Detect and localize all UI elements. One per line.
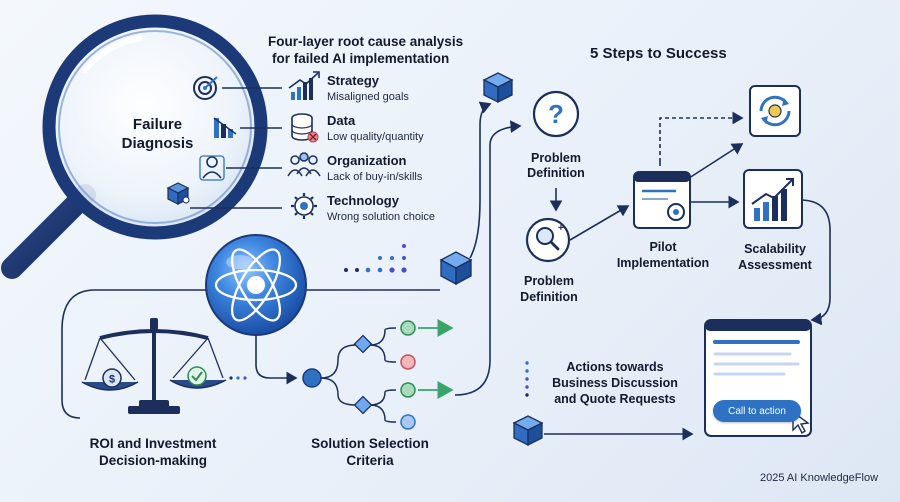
solution-selection-line2: Criteria bbox=[346, 453, 394, 468]
dollar-coin-icon: $ bbox=[102, 368, 122, 388]
magnifier-label-line2: Diagnosis bbox=[121, 135, 194, 152]
balance-scale-icon bbox=[81, 318, 227, 414]
layer-organization-title: Organization bbox=[327, 153, 407, 168]
magnifier-label-line1: Failure bbox=[132, 116, 183, 133]
tree-diamond-lower bbox=[353, 395, 373, 415]
step-connectors bbox=[544, 111, 831, 441]
tree-leaf-pink bbox=[400, 354, 416, 370]
layer-strategy-title: Strategy bbox=[327, 73, 380, 88]
layer-technology-subtitle: Wrong solution choice bbox=[327, 211, 436, 223]
roi-loop-outline bbox=[61, 289, 298, 419]
roi-label-line1: ROI and Investment bbox=[89, 436, 217, 451]
cube-cursor-icon bbox=[166, 182, 190, 205]
step-problem-definition-top-line1: Problem bbox=[530, 151, 581, 165]
steps-title: 5 Steps to Success bbox=[590, 45, 727, 62]
gear-chip-icon bbox=[291, 193, 317, 219]
svg-text:$: $ bbox=[109, 374, 115, 386]
check-circle-icon bbox=[187, 366, 207, 386]
actions-line1: Actions towards bbox=[566, 360, 664, 374]
step-pilot-line1: Pilot bbox=[649, 240, 677, 254]
target-arrow-icon bbox=[193, 76, 218, 100]
tree-leaf-green-2 bbox=[400, 382, 416, 398]
growth-chart-icon bbox=[288, 71, 320, 100]
roi-dots bbox=[229, 376, 247, 380]
tree-diamond-upper bbox=[353, 334, 373, 354]
layer-data-title: Data bbox=[327, 113, 356, 128]
search-circle-icon: + bbox=[525, 217, 571, 263]
refresh-cycle-icon bbox=[749, 85, 801, 137]
cube-icon-bottom bbox=[512, 415, 544, 447]
action-dots bbox=[525, 361, 529, 397]
step-scalability-line2: Assessment bbox=[738, 258, 812, 272]
analysis-title-line1: Four-layer root cause analysis bbox=[268, 34, 464, 49]
layer-organization-subtitle: Lack of buy-in/skills bbox=[327, 171, 423, 183]
dot-trail bbox=[344, 244, 407, 273]
person-chart-icon bbox=[199, 155, 225, 181]
layer-data-subtitle: Low quality/quantity bbox=[327, 131, 424, 143]
decision-tree bbox=[302, 319, 454, 423]
analysis-title-line2: for failed AI implementation bbox=[272, 51, 450, 66]
atom-sphere-icon bbox=[205, 234, 307, 336]
roi-label-line2: Decision-making bbox=[98, 453, 208, 468]
actions-line3: and Quote Requests bbox=[554, 392, 676, 406]
bar-decline-icon bbox=[213, 117, 237, 138]
step-problem-definition-top-line2: Definition bbox=[527, 166, 585, 180]
svg-text:+: + bbox=[558, 223, 564, 234]
step-problem-definition-bottom-line1: Problem bbox=[523, 274, 574, 288]
database-error-icon bbox=[291, 113, 319, 143]
tree-leaf-blue bbox=[400, 414, 416, 430]
actions-line2: Business Discussion bbox=[552, 376, 678, 390]
cube-icon-top bbox=[482, 72, 514, 104]
pilot-window-icon bbox=[633, 171, 691, 229]
call-to-action-button[interactable]: Call to action bbox=[713, 400, 801, 422]
main-flow-path bbox=[300, 101, 522, 396]
solution-selection-line1: Solution Selection bbox=[311, 436, 429, 451]
question-circle-icon: ? bbox=[532, 90, 580, 138]
step-pilot-line2: Implementation bbox=[616, 256, 710, 270]
layer-technology-title: Technology bbox=[327, 193, 399, 208]
svg-text:?: ? bbox=[548, 99, 564, 129]
people-group-icon bbox=[287, 152, 321, 177]
cube-icon-mid bbox=[439, 251, 473, 286]
layer-strategy-subtitle: Misaligned goals bbox=[327, 91, 409, 103]
step-scalability-line1: Scalability bbox=[744, 242, 806, 256]
scalability-chart-icon bbox=[743, 169, 803, 229]
layer-leader-lines bbox=[190, 87, 282, 209]
footer-credit: 2025 AI KnowledgeFlow bbox=[760, 472, 879, 484]
step-problem-definition-bottom-line2: Definition bbox=[520, 290, 578, 304]
tree-leaf-green-1 bbox=[400, 320, 416, 336]
